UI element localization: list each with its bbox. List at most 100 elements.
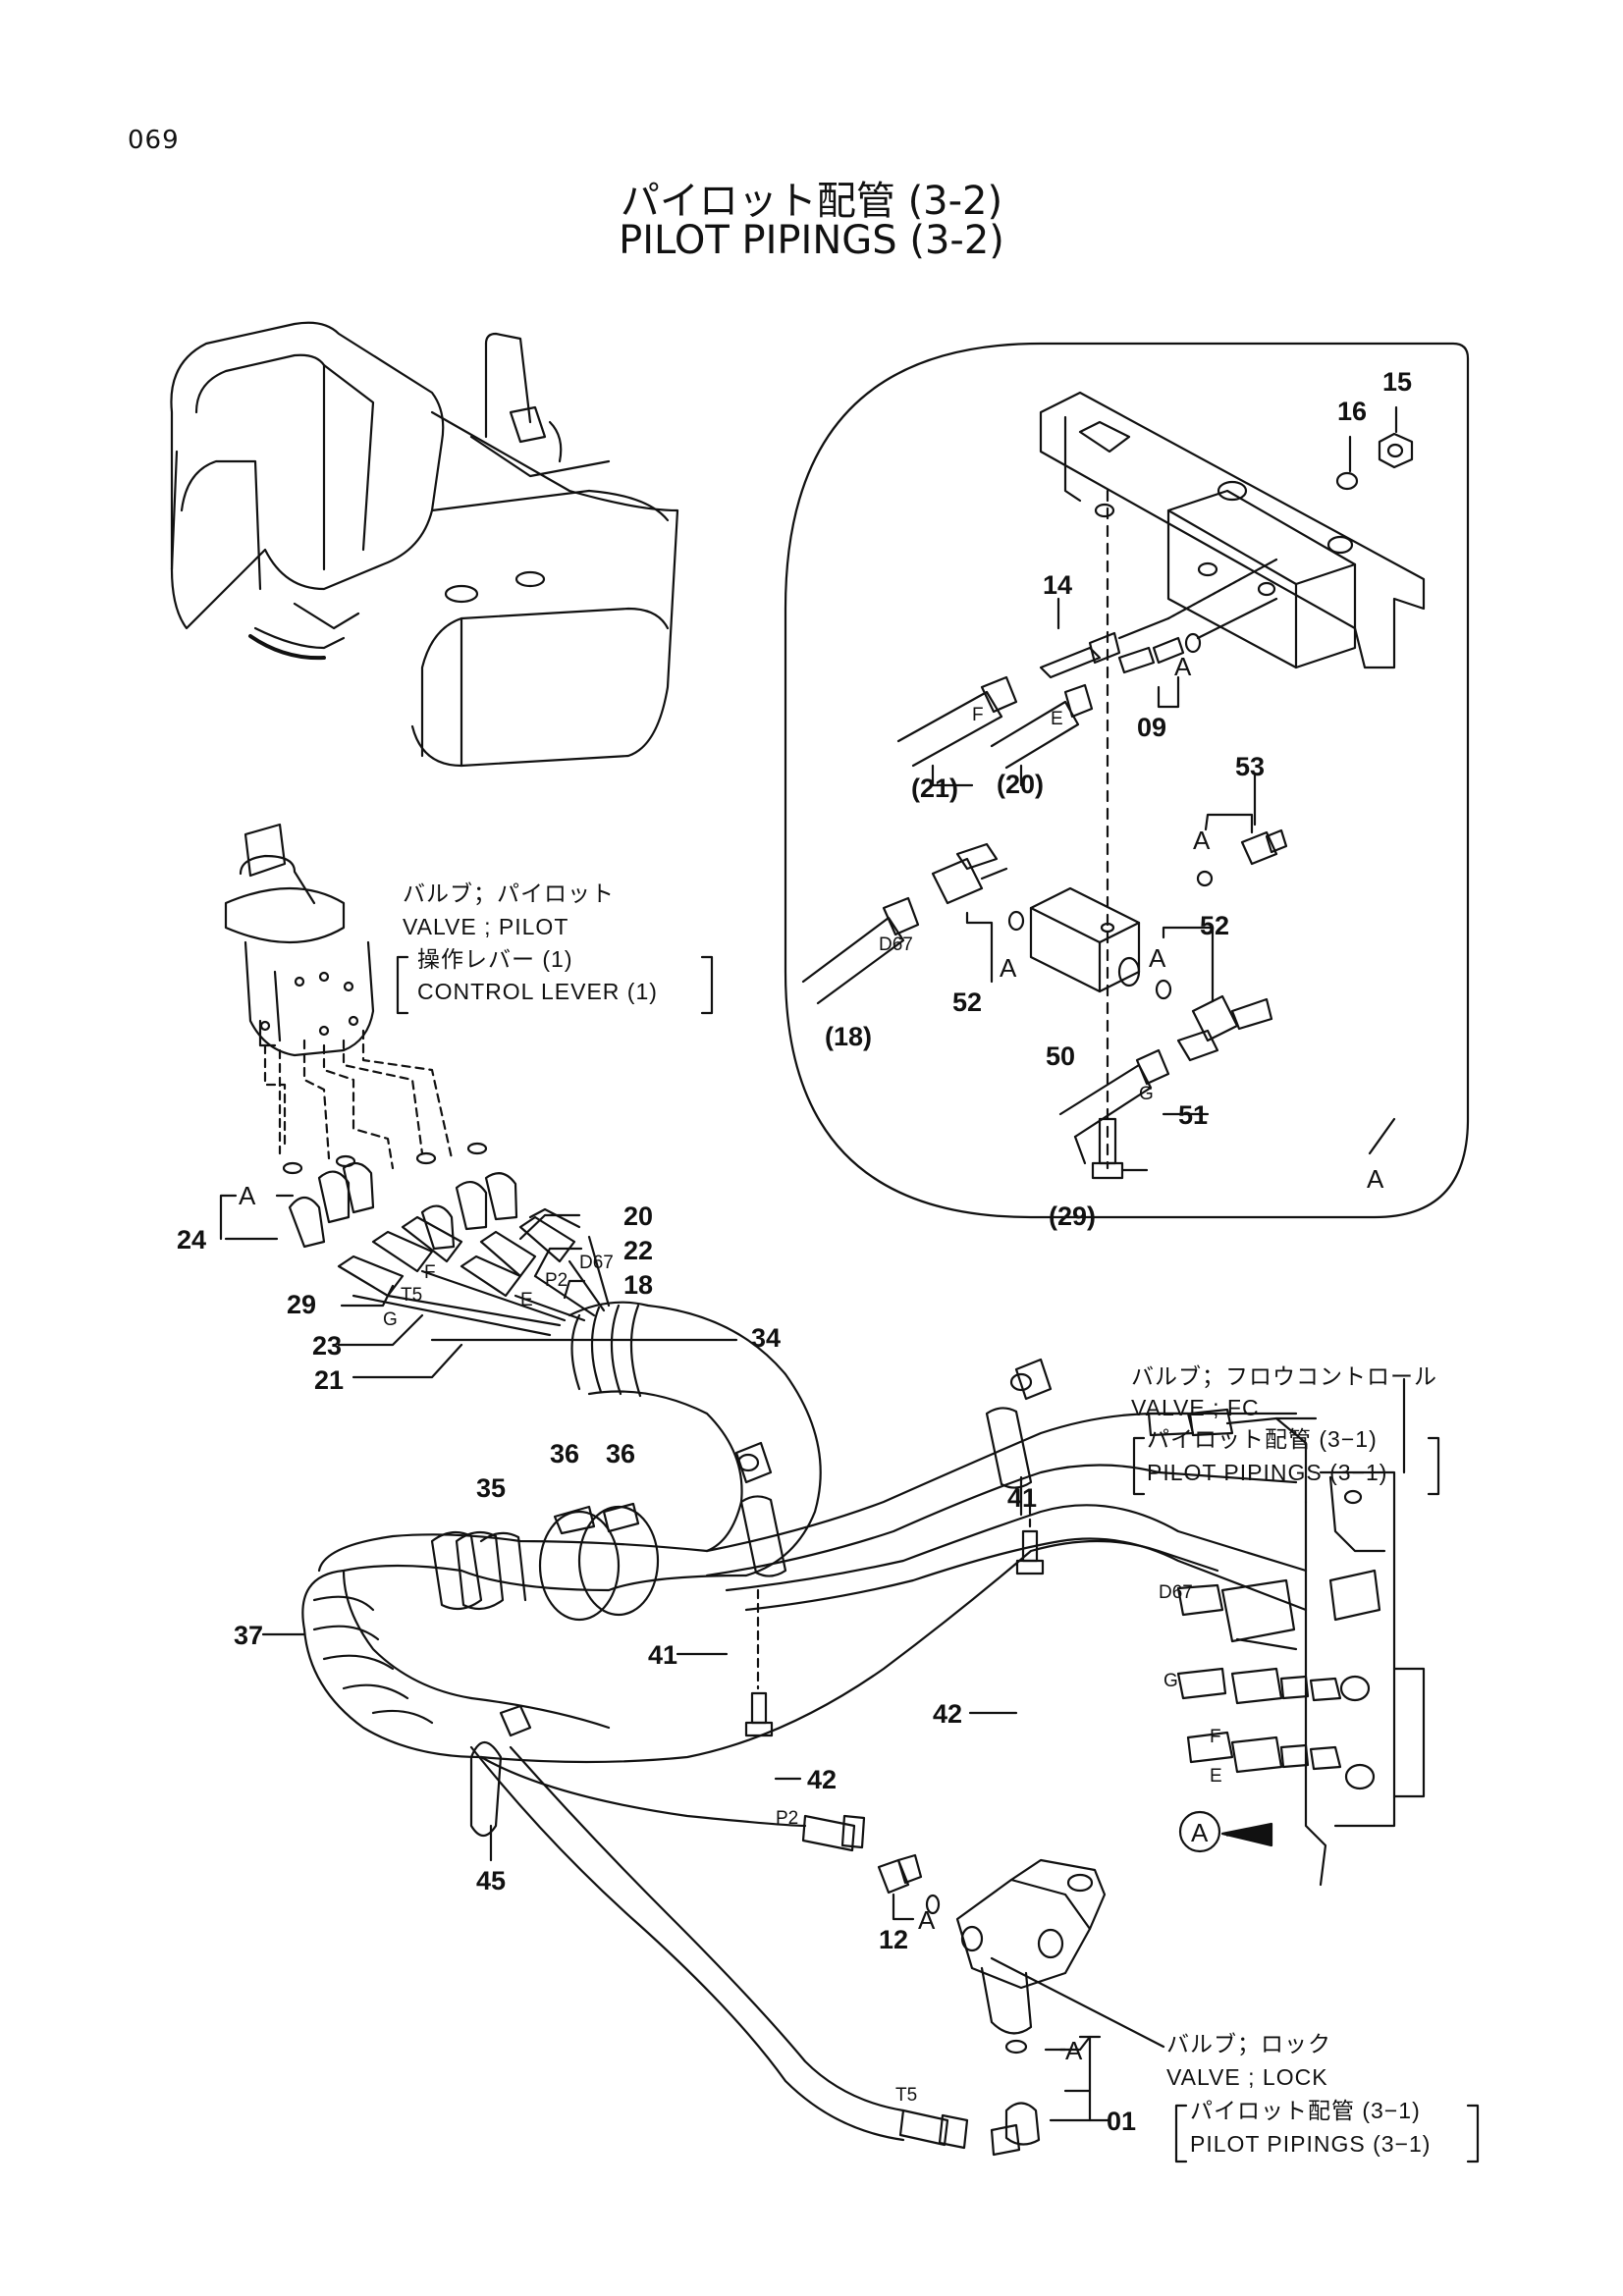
hose-21 <box>896 675 1018 768</box>
port-a-circle: A <box>1191 1818 1209 1847</box>
callout-37: 37 <box>234 1621 263 1650</box>
callout-16: 16 <box>1337 397 1367 426</box>
callout-21: 21 <box>314 1365 344 1395</box>
callout-20: 20 <box>623 1201 653 1231</box>
callout-29-paren: (29) <box>1049 1201 1096 1231</box>
port-f-bundle: F <box>424 1262 436 1283</box>
hose-clip-41-right <box>985 1407 1033 1489</box>
hose-clamps-36 <box>538 1502 660 1622</box>
note-lock-valve-ref-en: PILOT PIPINGS (3−1) <box>1190 2131 1431 2157</box>
hose-20 <box>990 683 1094 770</box>
callout-29: 29 <box>287 1290 316 1319</box>
washer-part-16 <box>1335 471 1359 491</box>
detail-a-frame <box>784 342 1470 1219</box>
hose-band-45 <box>469 1740 503 1838</box>
port-a-detail-bottom: A <box>1367 1164 1384 1194</box>
hose-p2-end <box>801 1814 866 1852</box>
hose-clip-41-left <box>739 1495 787 1577</box>
callout-23: 23 <box>312 1331 342 1361</box>
port-e-fc: E <box>1210 1766 1222 1787</box>
callout-20-paren: (20) <box>997 770 1044 799</box>
excavator-illustration <box>170 321 679 768</box>
spiral-wrap-37 <box>301 1533 748 1759</box>
leader-lines <box>219 405 1406 2122</box>
port-f-21: F <box>972 705 984 725</box>
callout-18-paren: (18) <box>825 1022 872 1051</box>
nut-part-15 <box>1378 432 1414 469</box>
port-d67-bundle: D67 <box>579 1253 614 1273</box>
port-g-29: G <box>1139 1084 1154 1104</box>
callout-22: 22 <box>623 1236 653 1265</box>
pilot-valve <box>224 823 375 1057</box>
pilot-hose-bundle <box>337 1207 611 1337</box>
callout-12: 12 <box>879 1925 908 1954</box>
port-a-12: A <box>918 1905 936 1935</box>
callout-45: 45 <box>476 1866 506 1896</box>
view-a-marker <box>1178 1810 1221 1853</box>
callout-09: 09 <box>1137 713 1166 742</box>
callout-41-right: 41 <box>1007 1483 1037 1513</box>
note-fc-valve-jp: バルブ；フロウコントロール <box>1131 1363 1437 1389</box>
fitting-12 <box>877 1853 941 1915</box>
note-fc-valve-en: VALVE ; FC <box>1131 1395 1260 1420</box>
fitting-part-09 <box>1117 632 1202 674</box>
elbow-fittings-24 <box>288 1161 518 1251</box>
page-title-japanese: パイロット配管 (3-2) <box>620 179 1003 224</box>
note-fc-valve-ref-en: PILOT PIPINGS (3−1) <box>1147 1460 1387 1485</box>
lock-valve <box>955 1858 1107 2055</box>
callout-42-left: 42 <box>807 1765 837 1794</box>
page-number: 069 <box>128 126 180 155</box>
elbow-fitting-01 <box>990 2102 1041 2157</box>
pilot-o-rings <box>282 1142 488 1175</box>
note-fc-valve-ref-jp: パイロット配管 (3−1) <box>1147 1426 1378 1452</box>
page-title-english: PILOT PIPINGS (3-2) <box>619 218 1004 263</box>
callout-24: 24 <box>177 1225 206 1255</box>
port-g-fc: G <box>1163 1671 1178 1691</box>
port-a-24: A <box>239 1181 256 1210</box>
callout-14: 14 <box>1043 570 1072 600</box>
note-pilot-valve-en: VALVE ; PILOT <box>403 914 568 939</box>
bolt-42-left <box>744 1691 774 1737</box>
hose-18 <box>801 896 920 1005</box>
tee-fitting-52-right <box>1155 979 1273 1062</box>
fc-valve-assembly <box>1147 1408 1426 1887</box>
callout-52-left: 52 <box>952 988 982 1017</box>
port-p2-lower: P2 <box>776 1808 798 1829</box>
port-t5-lower: T5 <box>895 2085 917 2106</box>
note-pilot-valve-ref-en: CONTROL LEVER (1) <box>417 979 658 1004</box>
main-hoses <box>469 1412 1308 2142</box>
port-a-01: A <box>1065 2036 1083 2065</box>
callout-35: 35 <box>476 1473 506 1503</box>
note-lock-valve-ref-jp: パイロット配管 (3−1) <box>1190 2098 1421 2123</box>
callout-34: 34 <box>751 1323 781 1353</box>
note-pilot-valve-ref-jp: 操作レバー (1) <box>417 946 573 972</box>
port-g-bundle: G <box>383 1309 398 1330</box>
port-f-fc: F <box>1210 1727 1221 1747</box>
spiral-wrap-35 <box>430 1530 527 1611</box>
tee-fitting-52-left <box>931 842 1025 932</box>
callout-50: 50 <box>1046 1041 1075 1071</box>
note-lock-valve-en: VALVE ; LOCK <box>1166 2064 1328 2090</box>
note-lock-valve-jp: バルブ；ロック <box>1166 2031 1331 2056</box>
port-e-bundle: E <box>520 1290 533 1310</box>
callout-36-right: 36 <box>606 1439 635 1468</box>
callout-15: 15 <box>1382 367 1412 397</box>
fitting-53 <box>1196 828 1288 887</box>
callout-36-left: 36 <box>550 1439 579 1468</box>
callout-41-left: 41 <box>648 1640 677 1670</box>
distribution-block-50 <box>1029 886 1141 993</box>
callout-51: 51 <box>1178 1100 1208 1130</box>
port-a-09: A <box>1174 652 1192 681</box>
hose-29 <box>1058 1048 1170 1165</box>
hose-t5-end <box>898 2109 969 2150</box>
port-e-20: E <box>1051 709 1063 729</box>
fitting-part-14 <box>1039 616 1170 679</box>
detail-bracket <box>1039 391 1426 669</box>
port-a-53: A <box>1193 826 1211 855</box>
callout-01: 01 <box>1107 2107 1136 2136</box>
port-a-52-right: A <box>1149 943 1166 973</box>
callout-52-right: 52 <box>1200 911 1229 940</box>
bolt-51 <box>1091 1117 1149 1180</box>
callout-53: 53 <box>1235 752 1265 781</box>
